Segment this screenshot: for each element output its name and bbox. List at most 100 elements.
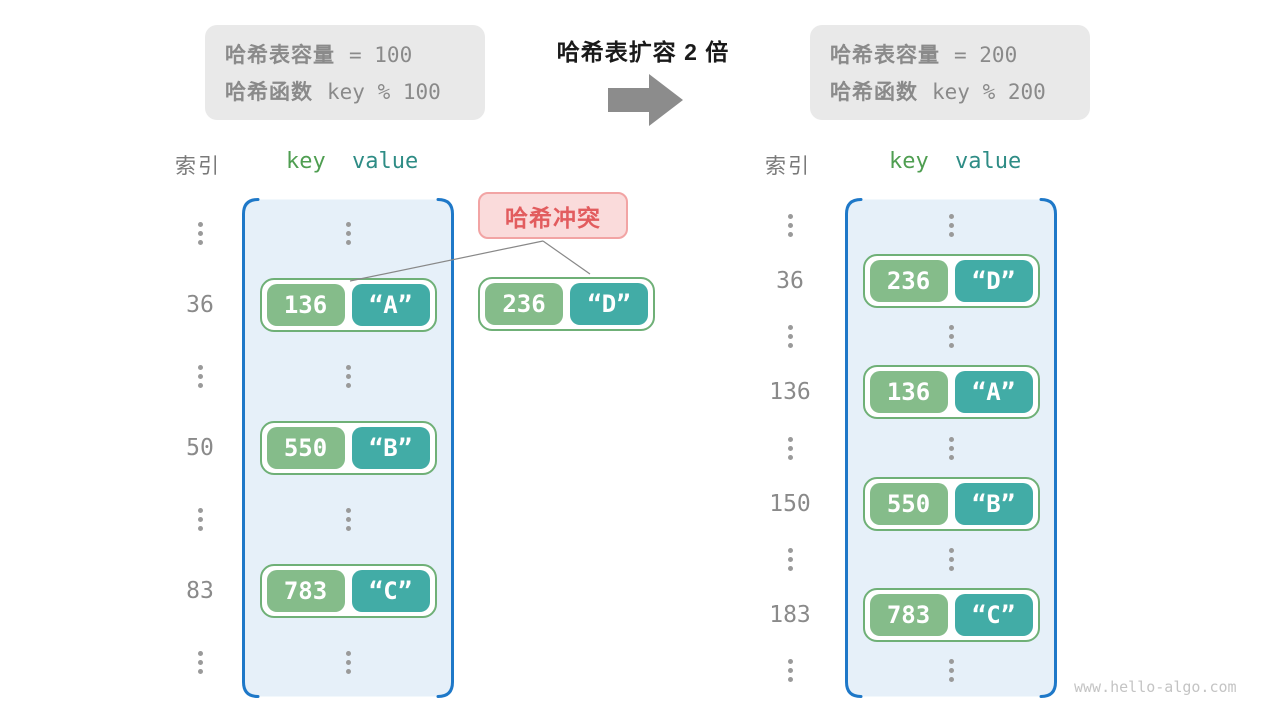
index-label: 150	[769, 490, 811, 517]
ellipsis-dots	[345, 374, 351, 380]
key-cell: 783	[266, 569, 345, 612]
value-cell: “D”	[570, 283, 648, 325]
ellipsis-dots	[948, 445, 954, 451]
table-row	[845, 309, 1057, 365]
index-row	[758, 531, 822, 587]
table-row: 236“D”	[845, 254, 1057, 310]
kv-pair: 136“A”	[259, 278, 437, 333]
index-row	[758, 198, 822, 254]
table-row: 550“B”	[242, 412, 454, 483]
key-cell: 550	[266, 426, 345, 469]
hash-function-label: 哈希函数	[830, 81, 918, 104]
value-cell: “B”	[954, 482, 1033, 525]
kv-pair: 783“C”	[259, 563, 437, 618]
ellipsis-dots	[948, 223, 954, 229]
index-row: 183	[758, 587, 822, 643]
header-key-right: key	[889, 149, 929, 174]
header-value-left: value	[352, 149, 419, 174]
hash-function-line: 哈希函数 key % 200	[830, 76, 1090, 106]
ellipsis-dots	[197, 516, 203, 522]
hash-table-before: 136“A” 550“B” 783“C”	[242, 198, 454, 698]
capacity-line: 哈希表容量 = 200	[830, 39, 1090, 69]
index-row: 36	[758, 254, 822, 310]
header-index-right: 索引	[765, 155, 811, 178]
index-label: 36	[186, 292, 214, 319]
index-row	[168, 627, 232, 698]
index-label: 136	[769, 379, 811, 406]
capacity-label: 哈希表容量	[225, 44, 335, 67]
index-row	[758, 643, 822, 699]
ellipsis-dots	[197, 659, 203, 665]
index-column-after: 36 136 150 183	[758, 198, 822, 698]
kv-pair: 783“C”	[862, 587, 1040, 642]
hash-table-after: 236“D” 136“A” 550“B” 783“C”	[845, 198, 1057, 698]
index-label: 50	[186, 434, 214, 461]
table-row	[242, 627, 454, 698]
index-row: 136	[758, 365, 822, 421]
hash-function-value: key % 200	[932, 80, 1046, 104]
key-cell: 136	[869, 371, 948, 414]
ellipsis-dots	[948, 667, 954, 673]
value-cell: “C”	[954, 593, 1033, 636]
key-cell: 236	[869, 260, 948, 303]
ellipsis-dots	[787, 445, 793, 451]
header-key-left: key	[286, 149, 326, 174]
table-row: 783“C”	[845, 587, 1057, 643]
bucket-rows-after: 236“D” 136“A” 550“B” 783“C”	[845, 198, 1057, 698]
ellipsis-dots	[345, 516, 351, 522]
header-index-left: 索引	[175, 155, 221, 178]
hash-function-line: 哈希函数 key % 100	[225, 76, 485, 106]
key-cell: 550	[869, 482, 948, 525]
index-label: 36	[776, 268, 804, 295]
ellipsis-dots	[345, 231, 351, 237]
kv-pair: 550“B”	[862, 476, 1040, 531]
capacity-line: 哈希表容量 = 100	[225, 39, 485, 69]
hash-config-before-box: 哈希表容量 = 100 哈希函数 key % 100	[205, 25, 485, 120]
index-row: 83	[168, 555, 232, 626]
index-row	[758, 309, 822, 365]
table-row: 136“A”	[845, 365, 1057, 421]
index-column-before: 36 50 83	[168, 198, 232, 698]
kv-pair: 236“D”	[862, 254, 1040, 309]
table-row: 550“B”	[845, 476, 1057, 532]
ellipsis-dots	[948, 556, 954, 562]
index-label: 83	[186, 577, 214, 604]
capacity-value: = 200	[954, 43, 1018, 67]
collision-label: 哈希冲突	[478, 192, 628, 239]
ellipsis-dots	[197, 374, 203, 380]
index-row	[168, 484, 232, 555]
hash-function-label: 哈希函数	[225, 81, 313, 104]
table-row	[242, 484, 454, 555]
expand-title: 哈希表扩容 2 倍	[556, 39, 730, 65]
index-row	[168, 198, 232, 269]
value-cell: “A”	[954, 371, 1033, 414]
collision-kv-pair: 236 “D”	[478, 277, 655, 331]
key-cell: 236	[485, 283, 563, 325]
kv-pair: 136“A”	[862, 365, 1040, 420]
bucket-rows-before: 136“A” 550“B” 783“C”	[242, 198, 454, 698]
table-row	[845, 420, 1057, 476]
hash-config-after-box: 哈希表容量 = 200 哈希函数 key % 200	[810, 25, 1090, 120]
capacity-value: = 100	[349, 43, 413, 67]
table-row	[242, 198, 454, 269]
ellipsis-dots	[787, 556, 793, 562]
watermark: www.hello-algo.com	[1074, 678, 1237, 696]
value-cell: “B”	[351, 426, 430, 469]
table-row	[845, 531, 1057, 587]
table-row: 136“A”	[242, 269, 454, 340]
ellipsis-dots	[948, 334, 954, 340]
table-row	[242, 341, 454, 412]
key-cell: 136	[266, 284, 345, 327]
ellipsis-dots	[787, 667, 793, 673]
ellipsis-dots	[787, 223, 793, 229]
value-cell: “D”	[954, 260, 1033, 303]
hash-function-value: key % 100	[327, 80, 441, 104]
index-row	[758, 420, 822, 476]
index-row: 150	[758, 476, 822, 532]
header-value-right: value	[955, 149, 1022, 174]
key-cell: 783	[869, 593, 948, 636]
table-row	[845, 198, 1057, 254]
index-label: 183	[769, 601, 811, 628]
ellipsis-dots	[197, 231, 203, 237]
ellipsis-dots	[787, 334, 793, 340]
